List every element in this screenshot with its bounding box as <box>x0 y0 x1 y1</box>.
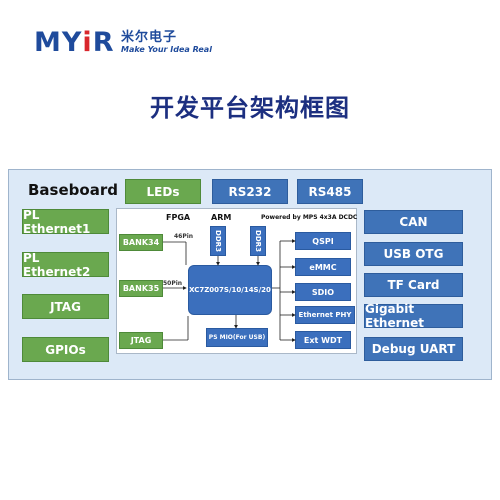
block-tf-card: TF Card <box>364 273 463 297</box>
page-title: 开发平台架构框图 <box>150 94 350 122</box>
myir-logo: MYiR <box>34 28 114 58</box>
block-jtag: JTAG <box>22 294 109 319</box>
block-can: CAN <box>364 210 463 234</box>
block-gigabit-ethernet: Gigabit Ethernet <box>364 302 463 330</box>
zynq-chip: XC7Z007S/10/14S/20 <box>188 265 272 315</box>
arm-label: ARM <box>211 213 232 222</box>
power-label: Powered by MPS 4x3A DCDC <box>261 214 358 221</box>
logo-dot: i <box>82 27 93 58</box>
logo-tagline: Make Your Idea Real <box>121 45 212 54</box>
block-pl-ethernet2: PL Ethernet2 <box>22 251 109 279</box>
fpga-label: FPGA <box>166 213 191 222</box>
bank34: BANK34 <box>119 234 163 251</box>
soc-jtag: JTAG <box>119 332 163 349</box>
bank35-pins: 50Pin <box>163 280 183 287</box>
bank35: BANK35 <box>119 280 163 297</box>
block-usb-otg: USB OTG <box>364 242 463 266</box>
block-pl-ethernet1: PL Ethernet1 <box>22 208 109 236</box>
block-gpios: GPIOs <box>22 337 109 362</box>
logo-chinese: 米尔电子 <box>121 30 178 45</box>
block-leds: LEDs <box>125 179 201 204</box>
block-debug-uart: Debug UART <box>364 337 463 361</box>
block-rs485: RS485 <box>297 179 363 204</box>
baseboard-label: Baseboard <box>28 181 118 199</box>
block-rs232: RS232 <box>212 179 288 204</box>
bank34-pins: 46Pin <box>174 233 194 240</box>
ddr3-left: DDR3 <box>210 226 226 256</box>
ddr3-right: DDR3 <box>250 226 266 256</box>
logo-prefix: MY <box>34 27 83 58</box>
logo-suffix: R <box>92 27 115 58</box>
